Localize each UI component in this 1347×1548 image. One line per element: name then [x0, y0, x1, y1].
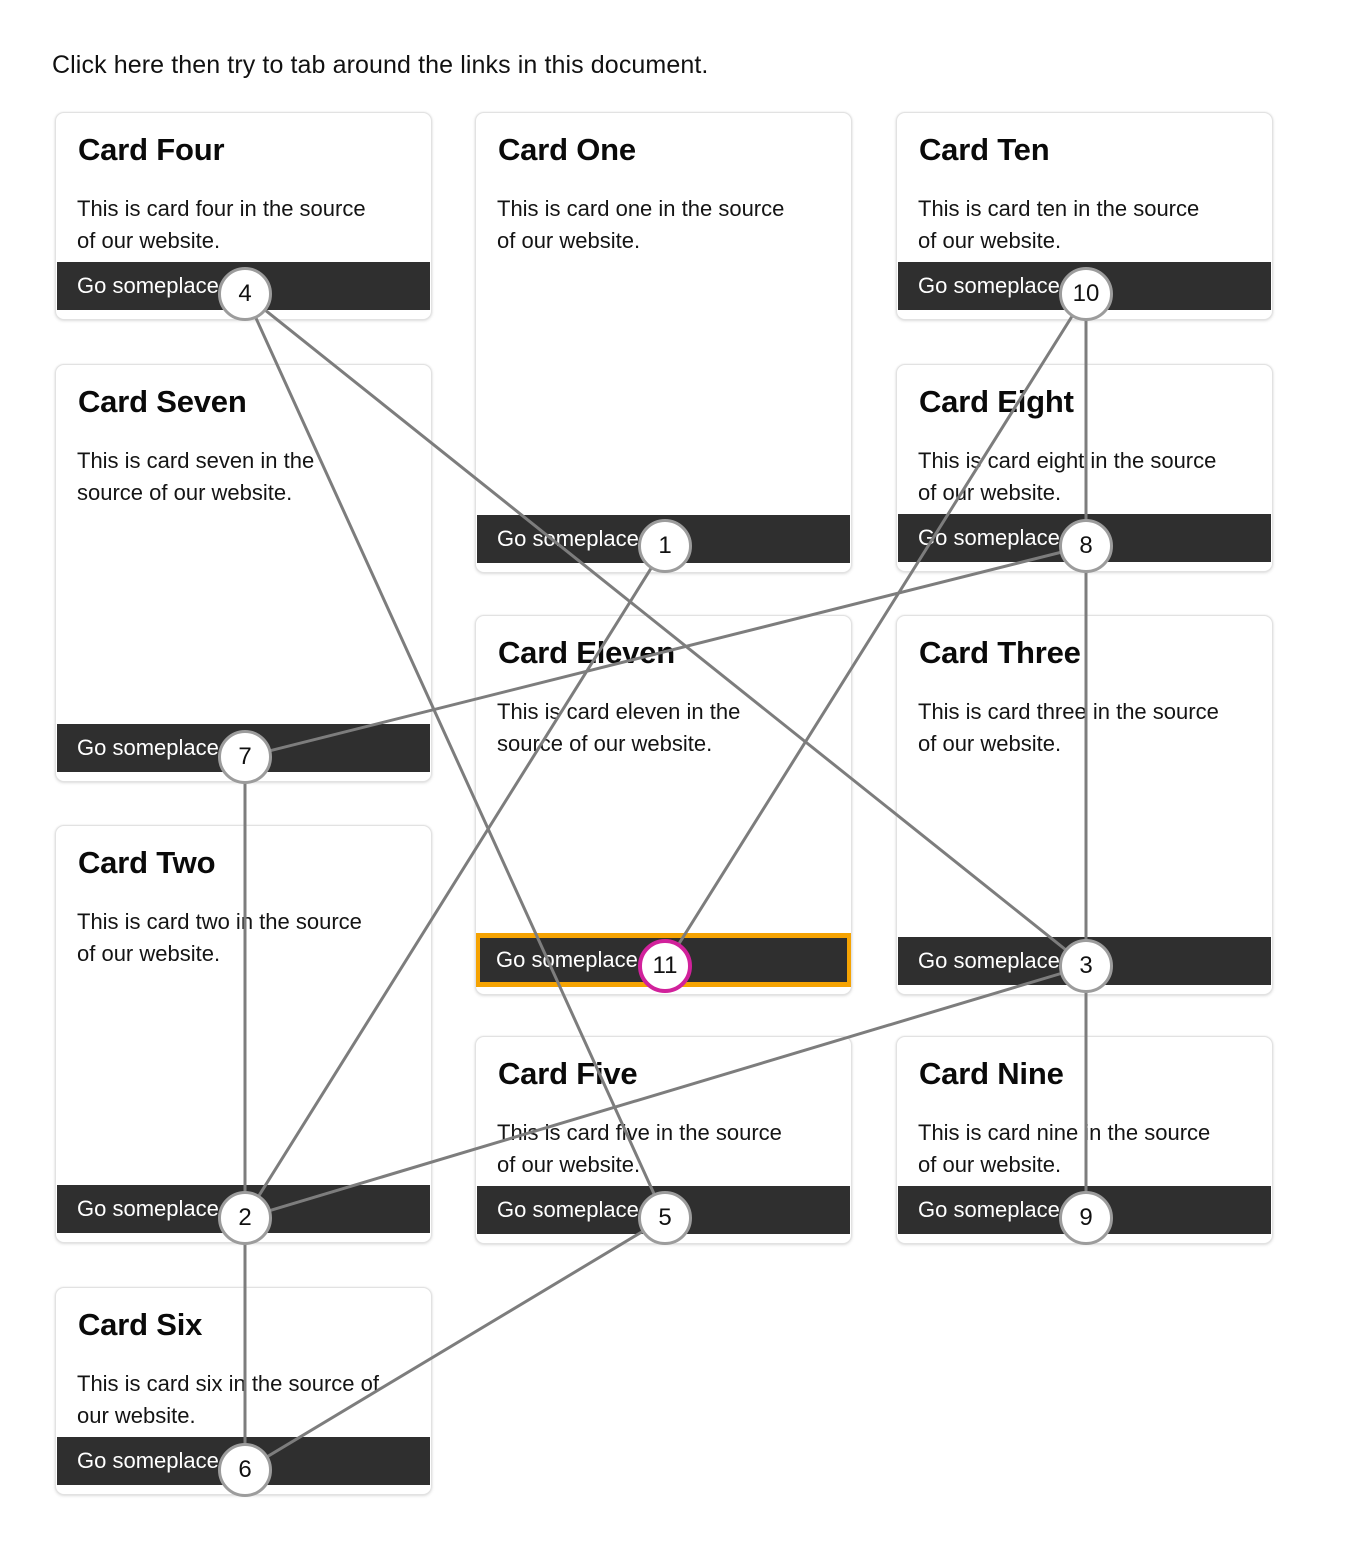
tab-order-marker: 5: [638, 1191, 692, 1245]
tab-order-marker: 4: [218, 267, 272, 321]
go-someplace-link[interactable]: Go someplace: [77, 735, 219, 760]
card-body-text: This is card nine in the source of our w…: [918, 1120, 1211, 1177]
card-body-text: This is card eleven in the source of our…: [497, 699, 741, 756]
card-body-text: This is card four in the source of our w…: [77, 196, 366, 253]
card-title: Card Six: [78, 1307, 203, 1342]
card-body-text: This is card six in the source of our we…: [77, 1371, 380, 1428]
tab-order-marker: 8: [1059, 519, 1113, 573]
card-body-text: This is card eight in the source of our …: [918, 448, 1217, 505]
card-title: Card Three: [919, 635, 1081, 670]
tab-order-marker: 10: [1059, 267, 1113, 321]
card-body-text: This is card three in the source of our …: [918, 699, 1219, 756]
card-title: Card Five: [498, 1056, 638, 1091]
card-title: Card Nine: [919, 1056, 1064, 1091]
tab-order-marker: 2: [218, 1191, 272, 1245]
card-body-text: This is card ten in the source of our we…: [918, 196, 1200, 253]
card-title: Card Four: [78, 132, 225, 167]
tab-order-marker: 7: [218, 730, 272, 784]
card-title: Card One: [498, 132, 636, 167]
go-someplace-link[interactable]: Go someplace: [918, 273, 1060, 298]
go-someplace-link[interactable]: Go someplace: [918, 948, 1060, 973]
go-someplace-link[interactable]: Go someplace: [497, 526, 639, 551]
go-someplace-link[interactable]: Go someplace: [497, 1197, 639, 1222]
card-body-text: This is card two in the source of our we…: [77, 909, 362, 966]
tab-order-marker: 6: [218, 1443, 272, 1497]
go-someplace-link[interactable]: Go someplace: [918, 1197, 1060, 1222]
tab-order-marker: 1: [638, 519, 692, 573]
go-someplace-link[interactable]: Go someplace: [496, 947, 638, 972]
card-title: Card Ten: [919, 132, 1050, 167]
tab-order-marker: 3: [1059, 939, 1113, 993]
go-someplace-link[interactable]: Go someplace: [77, 273, 219, 298]
card-body-text: This is card seven in the source of our …: [77, 448, 315, 505]
tab-order-marker: 11: [638, 939, 692, 993]
card-title: Card Seven: [78, 384, 247, 419]
card-title: Card Eight: [919, 384, 1074, 419]
card-title: Card Two: [78, 845, 216, 880]
card-title: Card Eleven: [498, 635, 675, 670]
card-body-text: This is card one in the source of our we…: [497, 196, 785, 253]
tab-order-marker: 9: [1059, 1191, 1113, 1245]
go-someplace-link[interactable]: Go someplace: [77, 1448, 219, 1473]
card-body-text: This is card five in the source of our w…: [497, 1120, 782, 1177]
page-instruction: Click here then try to tab around the li…: [52, 51, 709, 79]
go-someplace-link[interactable]: Go someplace: [918, 525, 1060, 550]
go-someplace-link[interactable]: Go someplace: [77, 1196, 219, 1221]
